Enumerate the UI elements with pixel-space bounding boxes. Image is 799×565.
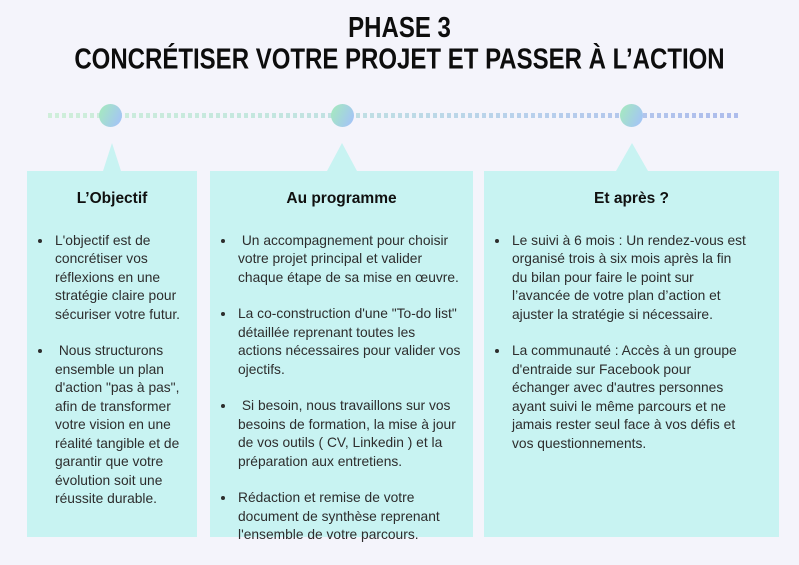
card-objectif-title: L’Objectif: [76, 190, 148, 207]
list-item: La communauté : Accès à un groupe d'entr…: [510, 342, 750, 453]
card-et-apres-pointer: [616, 143, 648, 171]
list-item: Rédaction et remise de votre document de…: [236, 489, 462, 544]
timeline-dot-1: [99, 104, 122, 127]
card-programme-pointer: [327, 143, 357, 171]
timeline-dot-2: [331, 104, 354, 127]
list-item: Si besoin, nous travaillons sur vos beso…: [236, 397, 462, 471]
page-title-line2: CONCRÉTISER VOTRE PROJET ET PASSER À L’A…: [74, 43, 725, 76]
card-programme-bullet-list: Un accompagnement pour choisir votre pro…: [210, 232, 473, 545]
card-et-apres-title: Et après ?: [594, 190, 669, 207]
card-programme: Au programme Un accompagnement pour choi…: [210, 143, 473, 542]
timeline-dot-3: [620, 104, 643, 127]
card-programme-title: Au programme: [286, 190, 397, 207]
card-objectif: L’Objectif L'objectif est de concrétiser…: [27, 143, 197, 537]
list-item: L'objectif est de concrétiser vos réflex…: [53, 232, 192, 324]
list-item: Nous structurons ensemble un plan d'acti…: [53, 342, 192, 508]
page-title-line1: PHASE 3: [348, 12, 451, 44]
card-et-apres: Et après ? Le suivi à 6 mois : Un rendez…: [484, 143, 779, 537]
card-objectif-pointer: [103, 143, 121, 171]
list-item: Le suivi à 6 mois : Un rendez-vous est o…: [510, 232, 750, 324]
card-objectif-bullet-list: L'objectif est de concrétiser vos réflex…: [27, 232, 197, 509]
card-et-apres-bullet-list: Le suivi à 6 mois : Un rendez-vous est o…: [484, 232, 779, 453]
list-item: La co-construction d'une "To-do list" dé…: [236, 305, 462, 379]
list-item: Un accompagnement pour choisir votre pro…: [236, 232, 462, 287]
timeline-dotted-line: [48, 113, 740, 118]
page-title: PHASE 3 CONCRÉTISER VOTRE PROJET ET PASS…: [0, 12, 799, 76]
